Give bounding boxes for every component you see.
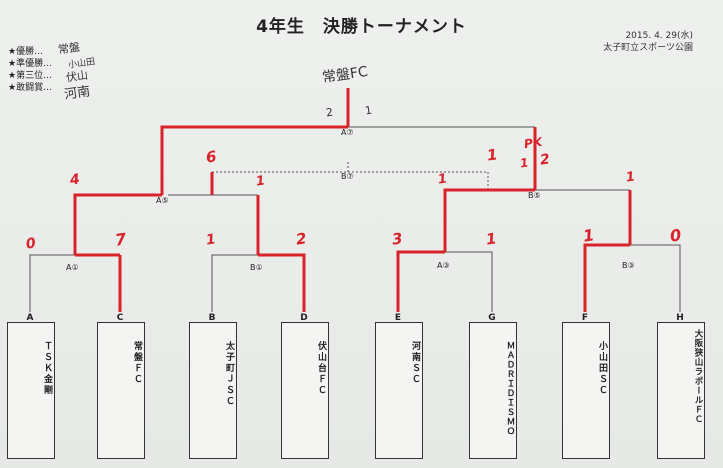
score-b5-right: 1 (625, 169, 637, 186)
match-label-a7: A⑦ (341, 128, 354, 137)
awards-list: ★優勝… ★準優勝… ★第三位… ★敢闘賞… (8, 46, 52, 94)
team-letter-b: B (208, 313, 216, 323)
award-champion: ★優勝… (8, 47, 44, 57)
team-box-g: ＭＡＤＲＩＤＩＳＭＯ (469, 322, 517, 459)
team-name: 河南ＳＣ (410, 341, 420, 385)
event-date: 2015. 4. 29(水) (625, 31, 693, 41)
match-label-a1: A① (66, 263, 79, 272)
match-label-b7: B⑦ (341, 172, 354, 181)
score-b5-pk: PK (523, 134, 543, 152)
score-a5-right: 1 (255, 173, 267, 190)
team-letter-d: D (300, 313, 308, 323)
team-box-f: 小山田ＳＣ (562, 322, 610, 459)
score-b1-left: 1 (204, 231, 217, 249)
team-box-b: 太子町ＪＳＣ (189, 322, 237, 459)
team-box-a: ＴＳＫ金剛 (7, 322, 55, 459)
score-b5-pk-right: 2 (538, 151, 551, 169)
team-name: 常盤ＦＣ (132, 341, 142, 385)
team-letter-e: E (394, 313, 402, 323)
page-title: 4年生 決勝トーナメント (256, 17, 467, 37)
team-letter-c: C (116, 313, 124, 323)
date-venue: 2015. 4. 29(水) 太子町立スポーツ公園 (603, 30, 693, 54)
team-box-e: 河南ＳＣ (375, 322, 423, 459)
team-name: ＴＳＫ金剛 (42, 341, 52, 396)
team-name: ＭＡＤＲＩＤＩＳＭＯ (505, 341, 515, 436)
team-letter-g: G (488, 313, 496, 323)
team-box-c: 常盤ＦＣ (97, 322, 145, 459)
team-letter-h: H (676, 313, 684, 323)
team-name: 太子町ＪＳＣ (224, 341, 234, 407)
team-name: 伏山台ＦＣ (316, 341, 326, 396)
team-name: 小山田ＳＣ (597, 341, 607, 396)
award-third: ★第三位… (8, 71, 53, 81)
score-b5-pk-left: 1 (519, 155, 530, 171)
match-label-b5: B⑤ (528, 191, 541, 200)
team-box-h: 大阪狭山ラポールＦＣ (657, 322, 705, 459)
team-box-d: 伏山台ＦＣ (281, 322, 329, 459)
event-venue: 太子町立スポーツ公園 (603, 43, 693, 53)
score-a1-left: 0 (24, 235, 37, 253)
match-label-a3: A③ (437, 261, 450, 270)
award-runner-up: ★準優勝… (8, 59, 53, 69)
match-label-a5: A⑤ (156, 196, 169, 205)
match-label-b3: B③ (622, 261, 635, 270)
team-letter-a: A (26, 313, 34, 323)
team-name: 大阪狭山ラポールＦＣ (693, 329, 703, 424)
score-b5-left: 1 (437, 171, 449, 188)
award-fighting-spirit: ★敢闘賞… (8, 83, 53, 93)
match-label-b1: B① (250, 263, 263, 272)
team-letter-f: F (581, 313, 589, 323)
score-a5-left: 4 (68, 171, 81, 189)
